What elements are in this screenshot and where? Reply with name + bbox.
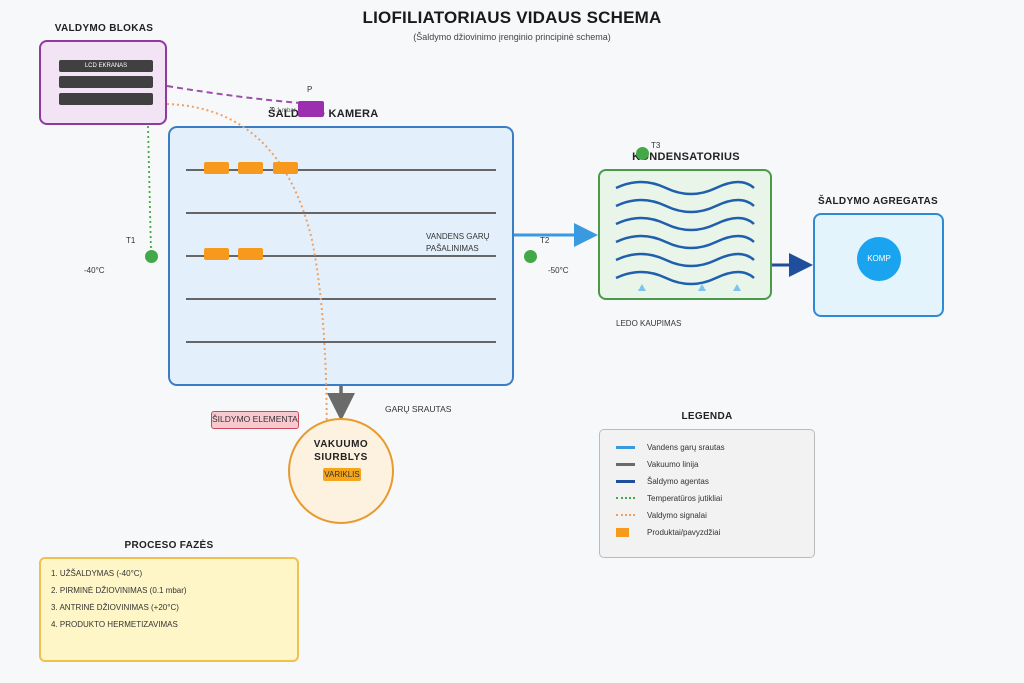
legend-label: Temperatūros jutikliai — [647, 493, 723, 503]
phase-item: 4. PRODUKTO HERMETIZAVIMAS — [51, 620, 178, 629]
pressure-signal-wire — [166, 85, 301, 104]
vacuum-pump[interactable]: VAKUUMO SIURBLYS VARIKLIS — [288, 418, 394, 524]
coil-3 — [615, 216, 755, 232]
temperature-sensor-t1[interactable] — [145, 250, 158, 263]
condenser[interactable] — [598, 169, 772, 300]
coil-2 — [615, 198, 755, 214]
vapor-removal-label: VANDENS GARŲ PAŠALINIMAS — [426, 231, 489, 255]
legend-item-vacuum: Vakuumo linija — [616, 458, 698, 470]
t1-value: -40°C — [84, 266, 105, 275]
temperature-sensor-t3[interactable] — [636, 147, 649, 160]
t2-label: T2 — [540, 236, 550, 245]
ice-icon — [698, 284, 706, 291]
product-sample — [238, 248, 263, 260]
product-sample — [204, 162, 229, 174]
lcd-row-2 — [59, 76, 153, 88]
vapor-flow-label: GARŲ SRAUTAS — [385, 404, 452, 414]
process-phases: 1. UŽŠALDYMAS (-40°C) 2. PIRMINĖ DŽIOVIN… — [39, 557, 299, 662]
pressure-sensor[interactable] — [298, 101, 324, 117]
phase-item: 2. PIRMINĖ DŽIOVINIMAS (0.1 mbar) — [51, 586, 187, 595]
pressure-sensor-label: P — [307, 85, 313, 94]
legend-swatch-vapor — [616, 445, 635, 449]
vacuum-pump-label-line1: VAKUUMO — [313, 439, 369, 450]
vacuum-pump-label-line2: SIURBLYS — [314, 452, 368, 463]
legend-label: Vakuumo linija — [647, 459, 699, 469]
control-unit-title: VALDYMO BLOKAS — [54, 23, 154, 34]
ice-markers — [638, 284, 741, 291]
ice-icon — [733, 284, 741, 291]
coil-1 — [615, 180, 755, 196]
legend-item-vapor: Vandens garų srautas — [616, 441, 725, 453]
pressure-sensor-value: 0.1 mbar — [272, 108, 296, 114]
ice-icon — [638, 284, 646, 291]
legend-label: Vandens garų srautas — [647, 442, 725, 452]
legend-swatch-refrigerant — [616, 479, 635, 483]
condenser-title: KONDENSATORIUS — [632, 151, 740, 163]
phase-item: 1. UŽŠALDYMAS (-40°C) — [51, 569, 143, 578]
vapor-removal-line1: VANDENS GARŲ — [426, 232, 490, 241]
legend-swatch-temp-sensors — [616, 497, 635, 499]
product-sample — [273, 162, 298, 174]
legend: Vandens garų srautas Vakuumo linija Šald… — [599, 429, 815, 558]
control-unit[interactable]: LCD EKRANAS — [39, 40, 167, 125]
phases-title: PROCESO FAZĖS — [124, 540, 214, 551]
shelves — [186, 169, 496, 343]
lcd-screen: LCD EKRANAS — [59, 60, 153, 72]
refrigeration-unit[interactable]: KOMP — [813, 213, 944, 317]
t2-value: -50°C — [548, 266, 569, 275]
legend-swatch-products — [616, 527, 629, 537]
legend-swatch-vacuum — [616, 462, 635, 466]
legend-item-control-signals: Valdymo signalai — [616, 509, 707, 521]
legend-item-refrigerant: Šaldymo agentas — [616, 475, 709, 487]
t3-label: T3 — [651, 141, 661, 150]
legend-label: Produktai/pavyzdžiai — [647, 527, 721, 537]
phase-item: 3. ANTRINĖ DŽIOVINIMAS (+20°C) — [51, 603, 179, 612]
coil-4 — [615, 234, 755, 250]
coil-5 — [615, 252, 755, 268]
product-sample — [204, 248, 229, 260]
lcd-row-3 — [59, 93, 153, 105]
temperature-sensor-t2[interactable] — [524, 250, 537, 263]
legend-label: Šaldymo agentas — [647, 476, 709, 486]
refrigeration-unit-title: ŠALDYMO AGREGATAS — [818, 196, 938, 207]
control-signal-wire — [166, 103, 328, 481]
ice-accumulation-label: LEDO KAUPIMAS — [616, 319, 682, 328]
vacuum-pump-label: VAKUUMO SIURBLYS — [290, 438, 392, 464]
compressor[interactable]: KOMP — [857, 237, 901, 281]
product-sample — [238, 162, 263, 174]
heating-elements[interactable]: ŠILDYMO ELEMENTAI — [211, 411, 299, 429]
legend-title: LEGENDA — [681, 411, 733, 422]
legend-item-temp-sensors: Temperatūros jutikliai — [616, 492, 722, 504]
t1-label: T1 — [126, 236, 136, 245]
pump-motor: VARIKLIS — [323, 468, 361, 481]
legend-item-products: Produktai/pavyzdžiai — [616, 526, 720, 538]
condenser-coils — [615, 180, 755, 286]
diagram-subtitle: (Šaldymo džiovinimo įrenginio principinė… — [413, 32, 611, 42]
coil-6 — [615, 270, 755, 286]
legend-label: Valdymo signalai — [647, 510, 707, 520]
legend-swatch-control-signals — [616, 514, 635, 516]
diagram-title: LIOFILIATORIAUS VIDAUS SCHEMA — [362, 8, 662, 27]
t1-sensor-wire — [147, 125, 152, 253]
vapor-removal-line2: PAŠALINIMAS — [426, 244, 479, 253]
